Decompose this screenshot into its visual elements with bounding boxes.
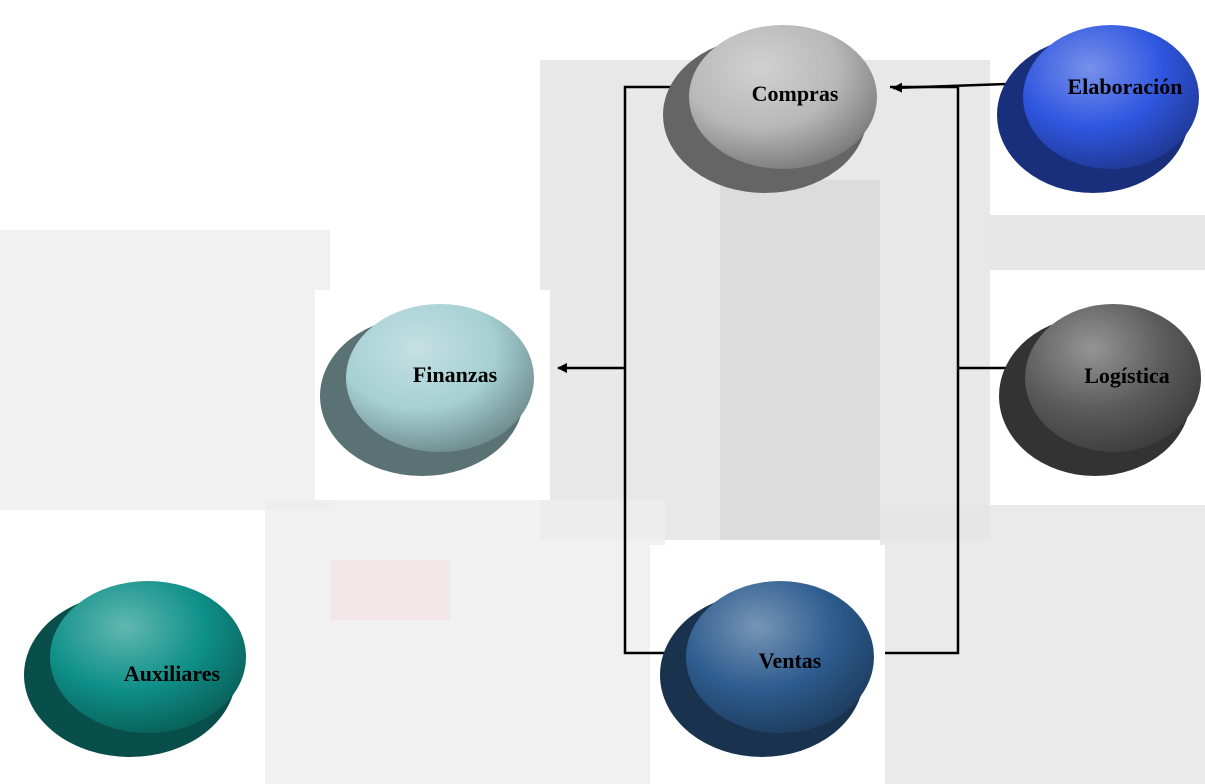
background-photo-block — [720, 180, 880, 540]
background-photo-block — [990, 215, 1205, 270]
background-photo-block — [0, 230, 330, 510]
node-auxiliares: Auxiliares — [24, 581, 246, 757]
node-auxiliares-label: Auxiliares — [124, 661, 221, 686]
node-finanzas: Finanzas — [320, 304, 534, 476]
node-auxiliares-face — [50, 581, 246, 733]
edge-ventas-to-finanzas — [623, 368, 697, 655]
node-compras-label: Compras — [752, 81, 839, 106]
background-photo-block — [265, 500, 665, 784]
node-ventas-label: Ventas — [759, 648, 822, 673]
node-elaboracion-face — [1023, 25, 1199, 169]
node-compras-face — [689, 25, 877, 169]
node-elaboracion: Elaboración — [997, 25, 1199, 193]
node-elaboracion-label: Elaboración — [1068, 74, 1183, 99]
edge-ventas-to-logistica — [885, 368, 960, 655]
node-compras: Compras — [663, 25, 877, 193]
node-ventas: Ventas — [660, 581, 874, 757]
edge-compras-to-logistica — [890, 85, 960, 368]
node-logistica: Logística — [999, 304, 1201, 476]
node-ventas-face — [686, 581, 874, 733]
background-photo-block — [330, 560, 450, 620]
node-finanzas-face — [346, 304, 534, 452]
background-photo-block — [880, 505, 1205, 784]
node-finanzas-label: Finanzas — [413, 362, 498, 387]
node-logistica-face — [1025, 304, 1201, 452]
node-logistica-label: Logística — [1084, 363, 1170, 388]
